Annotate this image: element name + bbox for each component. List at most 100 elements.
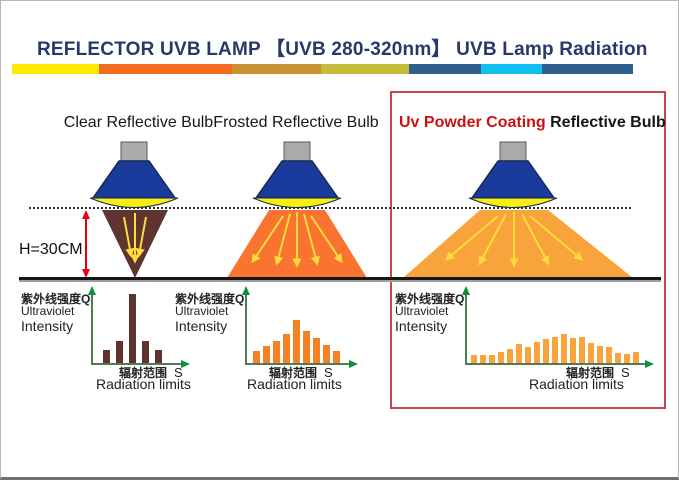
- intensity-bar: [303, 331, 310, 363]
- intensity-bar: [525, 347, 531, 363]
- intensity-bar: [552, 337, 558, 363]
- chart-ylabel-cn: 紫外线强度Q: [175, 292, 245, 306]
- radiation-arrow-icon: [135, 216, 147, 258]
- chart-y-arrow-icon: [242, 286, 250, 295]
- intensity-bar: [570, 338, 576, 363]
- rainbow-segment: [321, 64, 409, 74]
- chart-xlabel-cn: 辐射范围 S: [566, 364, 630, 381]
- intensity-bar: [323, 345, 330, 363]
- chart-x-arrow-icon: [181, 360, 190, 368]
- intensity-bar: [624, 354, 630, 363]
- chart-x-axis: [91, 363, 181, 365]
- intensity-bar: [129, 294, 136, 363]
- intensity-bar: [606, 347, 612, 363]
- height-label: H=30CM: [19, 241, 83, 258]
- intensity-bar: [480, 355, 486, 363]
- chart-ylabel-en: Intensity: [395, 318, 448, 334]
- chart-y-arrow-icon: [88, 286, 96, 295]
- rainbow-segment: [12, 64, 99, 74]
- lamp-icon-powder: [468, 141, 558, 208]
- intensity-bar: [283, 334, 290, 363]
- radiation-arrow-icon: [521, 213, 550, 266]
- intensity-bar: [597, 346, 603, 363]
- chart-ylabel-en: Ultraviolet: [395, 304, 449, 318]
- ground-line: [19, 277, 661, 280]
- lamp-icon-clear: [89, 141, 179, 208]
- chart-y-axis: [465, 294, 467, 363]
- chart-xlabel-cn: 辐射范围 S: [119, 364, 183, 381]
- highlight-box: [390, 91, 666, 409]
- intensity-bar: [561, 334, 567, 363]
- intensity-bar: [498, 352, 504, 363]
- intensity-bar: [293, 320, 300, 363]
- lamp-reflector: [91, 160, 177, 199]
- radiation-arrow-icon: [444, 215, 499, 261]
- intensity-bar: [313, 338, 320, 363]
- lamp-cap: [120, 141, 148, 162]
- section-label-clear: Clear Reflective Bulb: [41, 114, 236, 132]
- lamp-bulb: [252, 197, 342, 208]
- chart-ylabel-en: Intensity: [21, 318, 74, 334]
- chart-xlabel-s: S: [324, 365, 333, 380]
- radiation-arrow-icon: [478, 213, 507, 266]
- intensity-bar: [253, 351, 260, 363]
- chart-xlabel-cn-text: 辐射范围: [566, 366, 615, 380]
- lamp-reflector: [470, 160, 556, 199]
- rainbow-segment: [99, 64, 232, 74]
- radiation-arrow-icon: [303, 213, 320, 266]
- ground-line-shadow: [19, 280, 661, 282]
- intensity-bar: [615, 353, 621, 363]
- section-label-highlight: Uv Powder Coating: [399, 114, 551, 131]
- intensity-bar: [516, 344, 522, 363]
- lamp-icon-frosted: [252, 141, 342, 208]
- intensity-bar: [155, 350, 162, 363]
- rainbow-segment: [232, 64, 321, 74]
- radiation-arrow-icon: [251, 215, 284, 264]
- chart-xlabel-en: Radiation limits: [96, 376, 191, 392]
- rainbow-segment: [542, 64, 633, 74]
- lamp-bulb: [89, 197, 179, 208]
- intensity-bar: [333, 351, 340, 363]
- chart-xlabel-cn-text: 辐射范围: [119, 366, 168, 380]
- intensity-bar: [588, 343, 594, 363]
- chart-y-axis: [245, 294, 247, 363]
- radiation-arrow-icon: [274, 213, 291, 266]
- rainbow-segment: [409, 64, 481, 74]
- chart-xlabel-en: Radiation limits: [529, 376, 624, 392]
- section-label-text: Frosted Reflective Bulb: [213, 114, 379, 131]
- chart-ylabel-cn: 紫外线强度Q: [395, 292, 465, 306]
- intensity-bar: [142, 341, 149, 363]
- section-label-powder: Uv Powder Coating Reflective Bulb: [399, 114, 666, 132]
- lamp-reflector: [254, 160, 340, 199]
- chart-y-axis: [91, 294, 93, 363]
- chart-ylabel-cn: 紫外线强度Q: [21, 292, 91, 306]
- intensity-bar: [489, 355, 495, 363]
- lamp-cap: [283, 141, 311, 162]
- chart-x-axis: [465, 363, 645, 365]
- chart-ylabel-en: Ultraviolet: [175, 304, 229, 318]
- section-label-frosted: Frosted Reflective Bulb: [201, 114, 391, 132]
- chart-xlabel-s: S: [174, 365, 183, 380]
- height-reference-line: [29, 207, 631, 209]
- radiation-arrow-icon: [529, 215, 584, 261]
- chart-ylabel-en: Ultraviolet: [21, 304, 75, 318]
- height-arrow-icon: [82, 210, 90, 278]
- intensity-bar: [534, 342, 540, 363]
- intensity-bar: [273, 341, 280, 363]
- intensity-bar: [507, 349, 513, 363]
- radiation-arrow-icon: [123, 216, 135, 258]
- lamp-bulb: [468, 197, 558, 208]
- rainbow-bar: [12, 64, 633, 74]
- intensity-bar: [103, 350, 110, 363]
- chart-x-arrow-icon: [349, 360, 358, 368]
- intensity-bar: [471, 355, 477, 363]
- chart-xlabel-en: Radiation limits: [247, 376, 342, 392]
- page-title: REFLECTOR UVB LAMP 【UVB 280-320nm】 UVB L…: [37, 39, 648, 60]
- intensity-bar: [543, 339, 549, 363]
- intensity-bar: [633, 352, 639, 363]
- lamp-cap: [499, 141, 527, 162]
- chart-ylabel-en: Intensity: [175, 318, 228, 334]
- chart-xlabel-s: S: [621, 365, 630, 380]
